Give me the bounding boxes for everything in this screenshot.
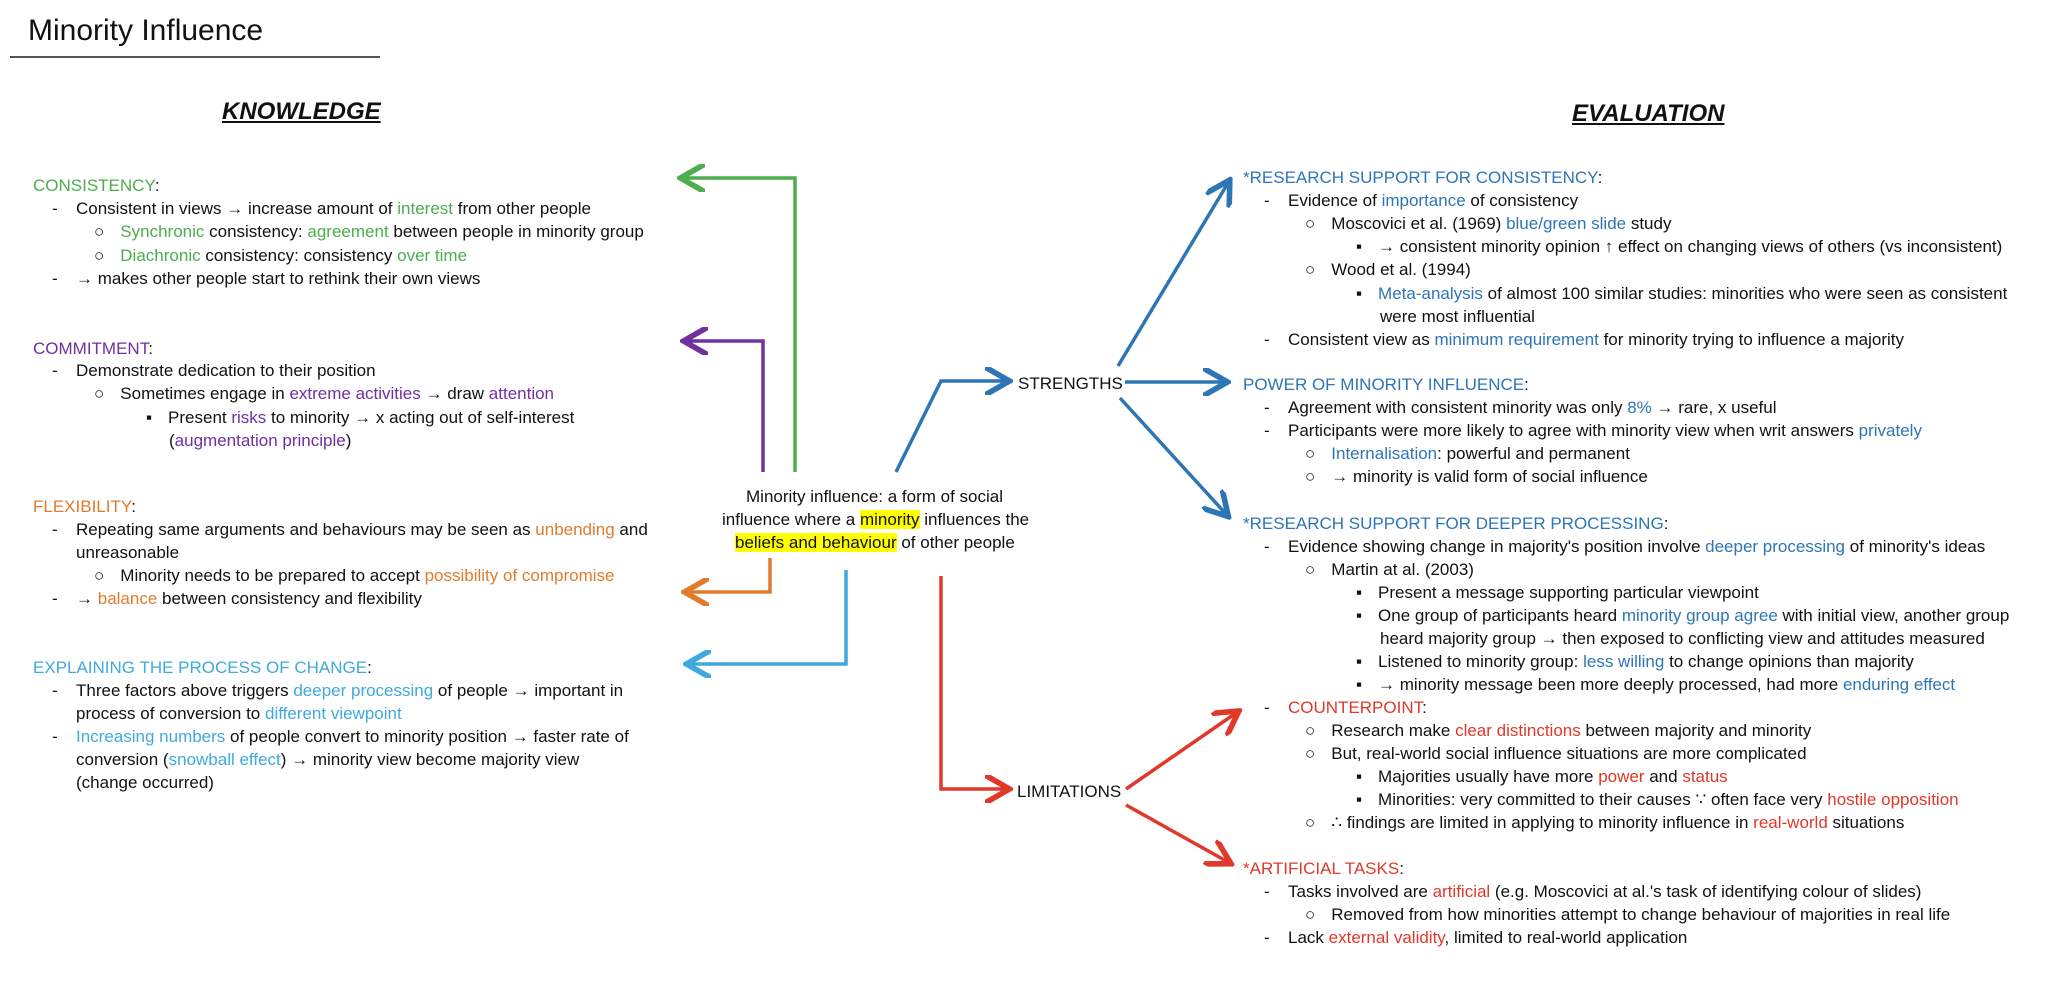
flexibility-line-3: ○Minority needs to be prepared to accept… [94,566,615,585]
highlight-minority: minority [859,510,920,529]
artificial-line-2: ○Removed from how minorities attempt to … [1305,905,1951,924]
consistency-line-1: -Consistent in views → increase amount o… [52,199,591,218]
limitations-label: LIMITATIONS [1017,782,1122,801]
counterpoint-line-5: ○∴ findings are limited in applying to m… [1305,813,1905,832]
process-line-2: process of conversion to different viewp… [76,704,402,723]
power-line-1: -Agreement with consistent minority was … [1264,398,1777,417]
flexibility-line-4: -→ balance between consistency and flexi… [52,589,422,608]
page-title: Minority Influence [28,14,264,47]
research-consistency-heading: *RESEARCH SUPPORT FOR CONSISTENCY: [1243,168,1603,187]
title-underline [10,56,380,58]
power-line-3: ○Internalisation: powerful and permanent [1305,444,1630,463]
arrow-consistency [684,178,797,472]
deeper-line-7: ▪→ minority message been more deeply pro… [1356,675,1956,694]
power-line-2: -Participants were more likely to agree … [1264,421,1922,440]
consistency-heading: CONSISTENCY: [33,176,160,195]
power-heading: POWER OF MINORITY INFLUENCE: [1243,375,1529,394]
process-line-3: -Increasing numbers of people convert to… [52,727,629,746]
counterpoint-line-4: ▪Minorities: very committed to their cau… [1356,790,1959,809]
rc-line-2: ○Moscovici et al. (1969) blue/green slid… [1305,214,1672,233]
deeper-line-6: ▪Listened to minority group: less willin… [1356,652,1914,671]
arrow-flexibility [688,558,772,592]
commitment-line-4: (augmentation principle) [169,431,352,450]
rc-line-3: ▪→ consistent minority opinion ↑ effect … [1356,237,2003,256]
flexibility-line-2: unreasonable [76,543,180,562]
evaluation-heading: EVALUATION [1572,100,1725,127]
center-line-3: beliefs and behaviour of other people [735,533,1015,552]
counterpoint-line-1: ○Research make clear distinctions betwee… [1305,721,1812,740]
arrow-research-consistency [1116,183,1228,367]
counterpoint-line-2: ○But, real-world social influence situat… [1305,744,1807,763]
process-line-5: (change occurred) [76,773,214,792]
deeper-line-1: -Evidence showing change in majority's p… [1264,537,1986,556]
rc-line-4: ○Wood et al. (1994) [1305,260,1471,279]
counterpoint-line-3: ▪Majorities usually have more power and … [1356,767,1728,786]
deeper-line-2: ○Martin at al. (2003) [1305,560,1474,579]
process-line-1: -Three factors above triggers deeper pro… [52,681,624,700]
deeper-line-3: ▪Present a message supporting particular… [1356,583,1759,602]
consistency-line-2: ○Synchronic consistency: agreement betwe… [94,222,644,241]
arrow-limitations [939,576,1006,789]
center-line-2: influence where a minority influences th… [722,510,1030,529]
artificial-heading: *ARTIFICIAL TASKS: [1243,859,1404,878]
process-line-4: conversion (snowball effect) → minority … [76,750,580,769]
arrow-counterpoint [1125,713,1236,791]
power-line-4: ○→ minority is valid form of social infl… [1305,467,1648,486]
rc-line-6: were most influential [1380,307,1535,326]
highlight-beliefs: beliefs and behaviour [735,533,897,552]
commitment-line-1: -Demonstrate dedication to their positio… [52,361,376,380]
arrow-process [690,570,848,664]
strengths-label: STRENGTHS [1018,374,1123,393]
consistency-line-4: -→ makes other people start to rethink t… [52,269,481,288]
commitment-line-3: ▪Present risks to minority → x acting ou… [146,408,575,427]
commitment-line-2: ○Sometimes engage in extreme activities … [94,384,555,403]
deeper-heading: *RESEARCH SUPPORT FOR DEEPER PROCESSING: [1243,514,1669,533]
arrow-strengths [894,381,1006,473]
process-heading: EXPLAINING THE PROCESS OF CHANGE: [33,658,372,677]
consistency-line-3: ○Diachronic consistency: consistency ove… [94,246,468,265]
center-line-1: Minority influence: a form of social [746,487,1003,506]
rc-line-7: -Consistent view as minimum requirement … [1264,330,1905,349]
arrow-commitment [687,341,765,472]
artificial-line-1: -Tasks involved are artificial (e.g. Mos… [1264,882,1922,901]
rc-line-5: ▪Meta-analysis of almost 100 similar stu… [1356,284,2008,303]
flexibility-line-1: -Repeating same arguments and behaviours… [52,520,648,539]
artificial-line-3: -Lack external validity, limited to real… [1264,928,1688,947]
knowledge-heading: KNOWLEDGE [222,98,381,125]
deeper-line-4: ▪One group of participants heard minorit… [1356,606,2010,625]
rc-line-1: -Evidence of importance of consistency [1264,191,1579,210]
counterpoint-heading: -COUNTERPOINT: [1264,698,1427,717]
arrow-deeper [1118,396,1226,514]
commitment-heading: COMMITMENT: [33,339,153,358]
arrow-artificial [1125,803,1228,862]
deeper-line-5: heard majority group → then exposed to c… [1380,629,1985,648]
flexibility-heading: FLEXIBILITY: [33,497,136,516]
